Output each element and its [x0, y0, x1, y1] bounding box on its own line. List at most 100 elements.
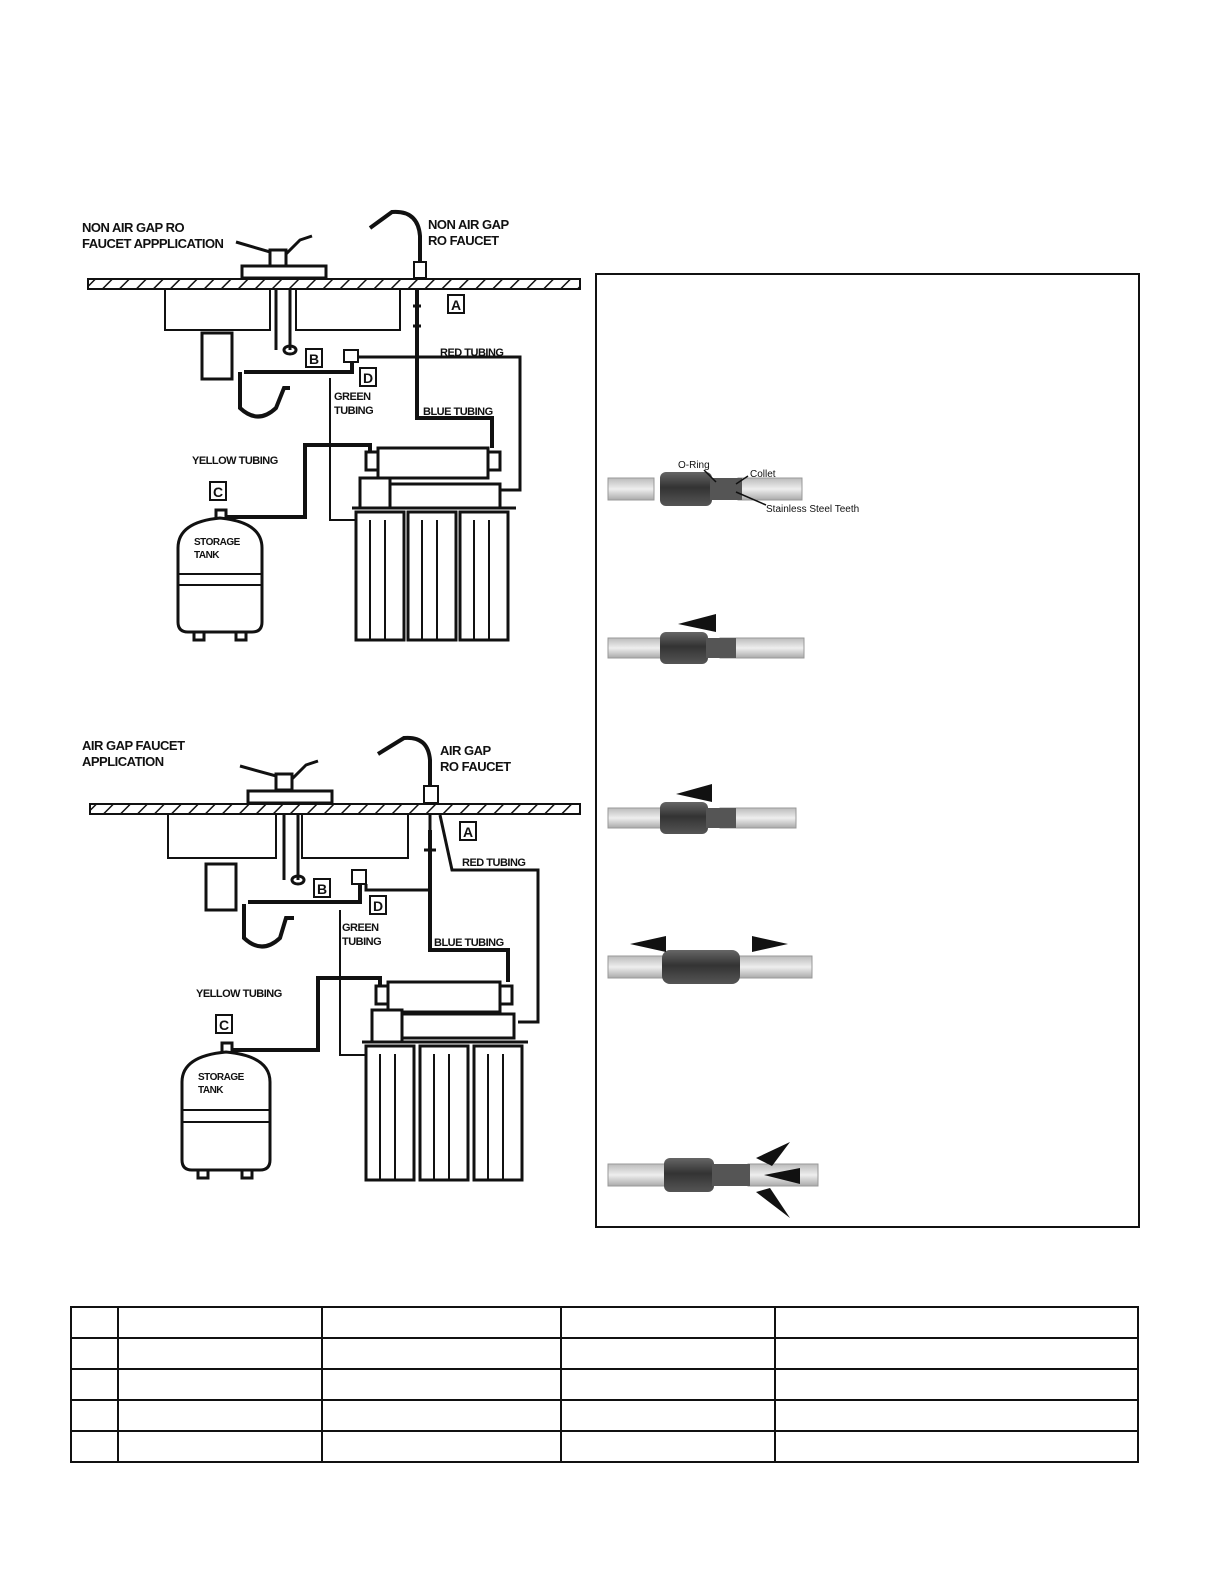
- sink-basin: [167, 814, 409, 949]
- table-cell: [117, 1337, 324, 1370]
- top-title-line-2: FAUCET APPPLICATION: [82, 236, 224, 251]
- marker-c-text: C: [213, 484, 223, 500]
- table-cell: [774, 1430, 1139, 1463]
- bottom-faucet-label-2: RO FAUCET: [440, 759, 511, 774]
- kitchen-faucet-icon: [239, 759, 334, 805]
- top-tank-label-1: STORAGE: [194, 537, 241, 548]
- ro-faucet-icon: [376, 735, 439, 804]
- table-cell: [560, 1399, 777, 1432]
- sink-basin: [164, 289, 401, 419]
- table-cell: [774, 1368, 1139, 1401]
- ro-filter-unit: [352, 446, 516, 642]
- top-yellow-tubing-label: YELLOW TUBING: [192, 455, 278, 467]
- countertop: [89, 803, 581, 815]
- tubing-lines: [232, 814, 540, 1056]
- bottom-blue-tubing-label: BLUE TUBING: [434, 937, 504, 949]
- bottom-faucet-label-1: AIR GAP: [440, 743, 492, 758]
- push-arrow-icon: [678, 614, 716, 632]
- non-air-gap-diagram: NON AIR GAP RO FAUCET APPPLICATION NON A…: [82, 209, 581, 642]
- table-cell: [117, 1399, 324, 1432]
- pull-left-arrow-icon: [630, 936, 666, 952]
- table-cell: [321, 1337, 563, 1370]
- marker-b-text: B: [309, 351, 319, 367]
- table-cell: [774, 1399, 1139, 1432]
- fitting-step-4: [607, 936, 813, 984]
- marker-d-text: D: [363, 370, 373, 386]
- table-cell: [560, 1368, 777, 1401]
- table-cell: [560, 1430, 777, 1463]
- top-faucet-label-1: NON AIR GAP: [428, 217, 510, 232]
- table-cell: [117, 1368, 324, 1401]
- oring-callout: O-Ring: [678, 460, 710, 471]
- blue-tubing: [415, 290, 494, 448]
- marker-d: D: [369, 895, 387, 915]
- top-faucet-label-2: RO FAUCET: [428, 233, 499, 248]
- ro-filter-unit: [362, 980, 528, 1182]
- table-cell: [69, 1399, 120, 1432]
- storage-tank-icon: [180, 1041, 272, 1180]
- marker-a: A: [459, 821, 477, 841]
- marker-b-text: B: [317, 881, 327, 897]
- bottom-tank-label-2: TANK: [198, 1085, 224, 1096]
- bottom-tank-label-1: STORAGE: [198, 1072, 245, 1083]
- marker-c: C: [215, 1014, 233, 1034]
- table-row: [69, 1399, 1139, 1432]
- marker-c-text: C: [219, 1017, 229, 1033]
- kitchen-faucet-icon: [235, 234, 328, 280]
- top-green-label-1: GREEN: [334, 391, 371, 403]
- marker-a-text: A: [463, 824, 473, 840]
- table-row: [69, 1306, 1139, 1339]
- table-cell: [69, 1306, 120, 1339]
- red-tubing: [358, 355, 522, 492]
- top-red-tubing-label: RED TUBING: [440, 347, 503, 359]
- bottom-green-label-2: TUBING: [342, 936, 381, 948]
- fitting-step-3: [607, 784, 797, 834]
- marker-c: C: [209, 481, 227, 501]
- table-cell: [774, 1337, 1139, 1370]
- red-tubing: [438, 814, 540, 1024]
- fitting-step-5: [607, 1142, 819, 1218]
- table-row: [69, 1337, 1139, 1370]
- green-tubing: [339, 910, 368, 1056]
- blue-tubing: [428, 830, 510, 982]
- table-cell: [69, 1430, 120, 1463]
- table-cell: [117, 1306, 324, 1339]
- marker-b: B: [305, 348, 323, 368]
- yellow-tubing: [232, 976, 382, 1052]
- bottom-title-line-1: AIR GAP FAUCET: [82, 738, 185, 753]
- air-gap-diagram: AIR GAP FAUCET APPLICATION AIR GAP RO FA…: [82, 735, 581, 1182]
- collet-callout: Collet: [750, 469, 776, 480]
- storage-tank-icon: [176, 508, 264, 642]
- table-cell: [321, 1306, 563, 1339]
- table-cell: [321, 1430, 563, 1463]
- table-cell: [69, 1337, 120, 1370]
- push-arrow-icon: [676, 784, 712, 802]
- bottom-red-tubing-label: RED TUBING: [462, 857, 525, 869]
- table-cell: [117, 1430, 324, 1463]
- parts-table: [69, 1306, 1139, 1463]
- table-row: [69, 1430, 1139, 1463]
- marker-d: D: [359, 367, 377, 387]
- drain-tubing: [364, 815, 432, 892]
- bottom-title-line-2: APPLICATION: [82, 754, 164, 769]
- table-row: [69, 1368, 1139, 1401]
- press-right-arrow-icon: [764, 1168, 800, 1184]
- top-title-line-1: NON AIR GAP RO: [82, 220, 184, 235]
- fitting-step-2: [607, 614, 805, 664]
- table-cell: [321, 1399, 563, 1432]
- fitting-instructions-panel: [595, 273, 1140, 1228]
- press-up-arrow-icon: [756, 1142, 790, 1166]
- countertop: [87, 278, 581, 290]
- table-cell: [69, 1368, 120, 1401]
- bottom-yellow-tubing-label: YELLOW TUBING: [196, 988, 282, 1000]
- top-green-label-2: TUBING: [334, 405, 373, 417]
- table-cell: [321, 1368, 563, 1401]
- table-cell: [560, 1337, 777, 1370]
- pull-right-arrow-icon: [752, 936, 788, 952]
- bottom-green-label-1: GREEN: [342, 922, 379, 934]
- table-cell: [774, 1306, 1139, 1339]
- fitting-step-1: O-Ring Collet Stainless Steel Teeth: [607, 460, 859, 515]
- press-down-arrow-icon: [756, 1188, 790, 1218]
- top-tank-label-2: TANK: [194, 550, 220, 561]
